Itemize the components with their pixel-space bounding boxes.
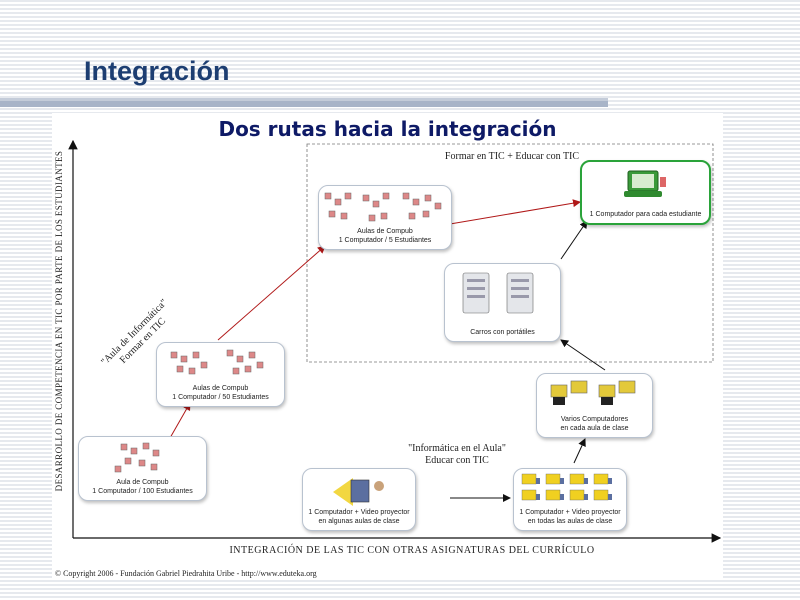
x-axis-label: INTEGRACIÓN DE LAS TIC CON OTRAS ASIGNAT… xyxy=(229,545,595,556)
diagram-title: Dos rutas hacia la integración xyxy=(218,117,557,141)
arrow-red-1 xyxy=(169,402,191,439)
node-varios: Varios Computadores en cada aula de clas… xyxy=(536,373,653,438)
computers-icon xyxy=(550,380,636,405)
laptop-cart-icon xyxy=(462,272,534,314)
node-carts-label: Carros con portátiles xyxy=(470,329,535,336)
projectors-icon xyxy=(521,473,612,501)
node-carts: Carros con portátiles xyxy=(444,263,561,342)
title-rule-accent xyxy=(0,98,608,101)
node-aula-50-line-1: Aulas de Compub xyxy=(192,385,249,392)
route-right-label-line-2: Educar con TIC xyxy=(425,455,489,466)
node-proyector-algunas-line-2: en algunas aulas de clase xyxy=(318,518,400,525)
node-aula-50-line-2: 1 Computador / 50 Estudiantes xyxy=(172,394,269,401)
computer-lab-icon xyxy=(114,442,160,473)
node-proyector-todas-label: 1 Computador + Video proyector en todas … xyxy=(516,508,624,526)
node-aula-100-line-1: Aula de Compub xyxy=(116,479,169,486)
node-aulas-5-line-1: Aulas de Compub xyxy=(357,228,413,235)
y-axis-label: DESARROLLO DE COMPETENCIA EN TIC POR PAR… xyxy=(54,150,64,492)
node-aula-50-label: Aulas de Compub 1 Computador / 50 Estudi… xyxy=(159,384,282,402)
node-varios-label: Varios Computadores en cada aula de clas… xyxy=(539,415,650,433)
region-dashed-box xyxy=(306,143,714,363)
node-aulas-5-line-2: 1 Computador / 5 Estudiantes xyxy=(338,237,432,244)
node-proyector-algunas-label: 1 Computador + Video proyector en alguna… xyxy=(305,508,413,526)
node-aula-100-line-2: 1 Computador / 100 Estudiantes xyxy=(92,488,193,495)
node-aula-50: Aulas de Compub 1 Computador / 50 Estudi… xyxy=(156,342,285,407)
node-proyector-todas-line-1: 1 Computador + Video proyector xyxy=(519,509,621,516)
title-rule xyxy=(0,101,608,107)
node-aula-100: Aula de Compub 1 Computador / 100 Estudi… xyxy=(78,436,207,501)
node-proyector-algunas: 1 Computador + Video proyector en alguna… xyxy=(302,468,416,531)
arrow-black-2 xyxy=(573,438,586,464)
slide-title: Integración xyxy=(84,56,230,86)
node-1-per-student: 1 Computador para cada estudiante xyxy=(580,160,711,225)
node-varios-line-2: en cada aula de clase xyxy=(560,425,629,432)
copyright-footer: © Copyright 2006 - Fundación Gabriel Pie… xyxy=(55,569,317,578)
region-top-label: Formar en TIC + Educar con TIC xyxy=(444,151,580,162)
node-varios-line-1: Varios Computadores xyxy=(560,416,629,423)
arrow-black-4 xyxy=(560,220,588,260)
projector-icon xyxy=(333,478,384,506)
laptop-icon xyxy=(624,170,666,197)
arrow-red-3 xyxy=(449,199,581,225)
node-1-per-student-label: 1 Computador para cada estudiante xyxy=(589,211,702,218)
computer-lab-icon xyxy=(324,192,442,222)
arrow-red-2 xyxy=(217,245,326,341)
node-aulas-5: Aulas de Compub 1 Computador / 5 Estudia… xyxy=(318,185,452,250)
diagram-canvas xyxy=(68,139,722,543)
computer-lab-icon xyxy=(170,349,264,375)
arrow-black-3 xyxy=(560,339,606,371)
node-proyector-todas-line-2: en todas las aulas de clase xyxy=(527,518,613,525)
node-aula-100-label: Aula de Compub 1 Computador / 100 Estudi… xyxy=(81,478,204,496)
node-proyector-algunas-line-1: 1 Computador + Video proyector xyxy=(308,509,410,516)
diagram-panel: Dos rutas hacia la integración DESARROLL… xyxy=(52,113,723,579)
node-proyector-todas: 1 Computador + Video proyector en todas … xyxy=(513,468,627,531)
route-right-label-line-1: "Informática en el Aula" xyxy=(408,443,506,454)
route-right-label: "Informática en el Aula" Educar con TIC xyxy=(392,443,522,467)
node-aulas-5-label: Aulas de Compub 1 Computador / 5 Estudia… xyxy=(321,227,449,245)
